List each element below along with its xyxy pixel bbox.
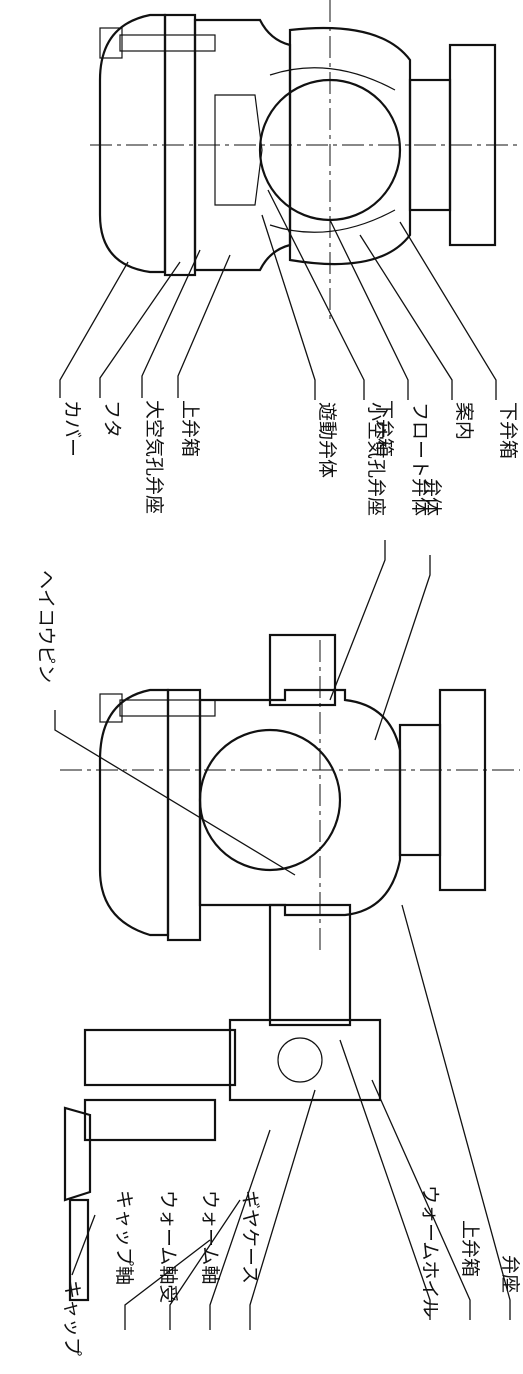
label-valve-seat: 弁座 (499, 1255, 521, 1293)
leader-small-seat (267, 189, 365, 400)
leader-worm-shaft (209, 1129, 271, 1330)
leader-guide (359, 234, 453, 400)
bottom-cap-shaft (83, 1098, 217, 1142)
label-worm-wheel: ウォームホイル (419, 1185, 441, 1317)
bottom-outlet-flange (438, 688, 487, 892)
bottom-shaft-assembly (83, 1028, 237, 1087)
leader-valve-body (374, 555, 431, 741)
leader-gear-case (249, 1089, 316, 1330)
top-lower-box (288, 26, 412, 266)
label-upper-valve-box: 上弁箱 (179, 400, 201, 457)
label-cap-shaft: キャップ軸 (113, 1190, 135, 1285)
label-worm-shaft: ウォーム軸 (199, 1190, 221, 1284)
leader-upper-box (177, 254, 231, 398)
top-guide-upper (269, 67, 396, 91)
bottom-worm-wheel (277, 1037, 323, 1083)
label-cap: キャップ (61, 1280, 83, 1356)
bottom-cap-top (68, 1198, 90, 1302)
bottom-valve-drawing (60, 633, 520, 1302)
leader-cap-shaft (124, 1239, 211, 1330)
leader-floating-disc (261, 214, 316, 400)
top-bolt (119, 34, 216, 52)
bottom-body (198, 688, 402, 917)
leader-lower-box-bottom (329, 540, 386, 701)
bottom-bolt (119, 699, 216, 717)
label-lower-box: 下弁箱 (373, 400, 395, 457)
leader-valve-seat (401, 904, 511, 1320)
label-cover: カバー (61, 400, 83, 457)
leader-closing-pin (54, 710, 296, 876)
bottom-upper-port (268, 633, 337, 707)
top-labels: カバー フタ 大空気孔弁座 上弁箱 遊動弁体 小空気孔弁座 フロート弁体 案内 … (61, 400, 519, 516)
top-floating-disc (214, 94, 263, 206)
leader-worm-wheel (339, 1039, 431, 1320)
top-cover (98, 13, 167, 274)
top-valve-drawing (90, 0, 520, 320)
leader-upper-box-bottom (371, 1079, 471, 1320)
label-guide: 案内 (453, 402, 475, 440)
bottom-labels: ヘイコウピン 下弁箱 弁体 キャップ キャップ軸 ウォーム軸受 ウォーム軸 ギヤ… (35, 400, 521, 1356)
bottom-lower-port (268, 903, 352, 1027)
label-lid: フタ (101, 400, 123, 438)
bottom-bolt-head (99, 693, 123, 723)
label-floating-valve-body: 遊動弁体 (316, 402, 338, 478)
label-valve-body: 弁体 (421, 478, 443, 516)
label-closing-pin: ヘイコウピン (35, 570, 57, 683)
label-large-air-valve-seat: 大空気孔弁座 (143, 400, 165, 514)
bottom-gear-case (228, 1018, 382, 1102)
leader-worm-bearing (169, 1199, 241, 1330)
leader-large-air-valve-seat (141, 249, 201, 398)
label-upper-box: 上弁箱 (459, 1220, 481, 1277)
label-worm-bearing: ウォーム軸受 (157, 1190, 179, 1303)
bottom-leader-lines (54, 540, 511, 1330)
bottom-outlet (398, 723, 442, 857)
leader-lid (99, 261, 181, 398)
bottom-cover (98, 688, 170, 937)
leader-lower-box (399, 221, 497, 400)
top-bolt-head (99, 27, 123, 59)
bottom-float-ball (198, 728, 342, 872)
leader-cover (59, 261, 129, 398)
leader-cap (71, 1214, 96, 1276)
label-float-valve-body: フロート弁体 (409, 402, 431, 516)
label-lower-valve-box: 下弁箱 (497, 402, 519, 459)
top-guide-lower (269, 209, 396, 233)
label-small-air-valve-seat: 小空気孔弁座 (365, 402, 387, 516)
leader-float (329, 219, 409, 400)
label-gear-case: ギヤケース (239, 1190, 261, 1284)
top-leader-lines (59, 189, 497, 400)
top-outlet-flange (448, 43, 497, 247)
bottom-cap-body (63, 1106, 92, 1202)
